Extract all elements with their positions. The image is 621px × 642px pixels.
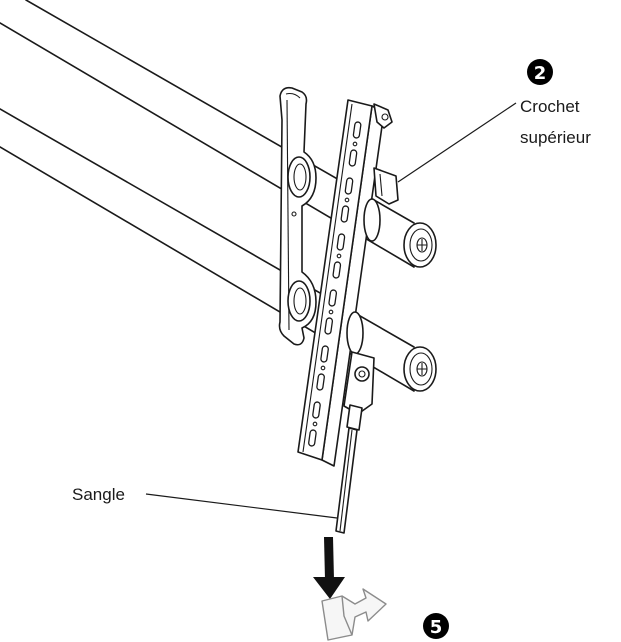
strap	[335, 404, 363, 534]
bent-arrow-icon	[321, 588, 387, 641]
strap-leader-line	[145, 493, 338, 519]
upper-hook-label-line2: supérieur	[520, 128, 591, 147]
slotted-vertical-rail	[297, 99, 385, 467]
rear-plate-upper-collar	[287, 156, 311, 198]
upper-hook-bracket	[373, 167, 399, 205]
rear-plate-lower-collar	[287, 280, 311, 322]
rail-top-tab	[373, 103, 393, 129]
upper-tube-end-cap	[403, 222, 437, 268]
callout-upper-hook: 2	[527, 59, 553, 85]
callout-pull-step: 5	[423, 613, 449, 639]
callout-circle	[423, 613, 449, 639]
callout-number: 2	[534, 63, 547, 84]
upper-hook-leader-line	[397, 102, 517, 183]
rail-latch	[343, 351, 375, 415]
rail-lower-collar	[346, 311, 364, 355]
down-arrow-icon	[313, 537, 345, 599]
rail-upper-collar	[363, 198, 381, 242]
rail-slots	[308, 121, 362, 447]
strap-label: Sangle	[72, 485, 125, 504]
callout-number: 5	[430, 617, 443, 638]
callout-circle	[527, 59, 553, 85]
lower-tube-end-cap	[403, 346, 437, 392]
upper-hook-label-line1: Crochet	[520, 97, 580, 116]
